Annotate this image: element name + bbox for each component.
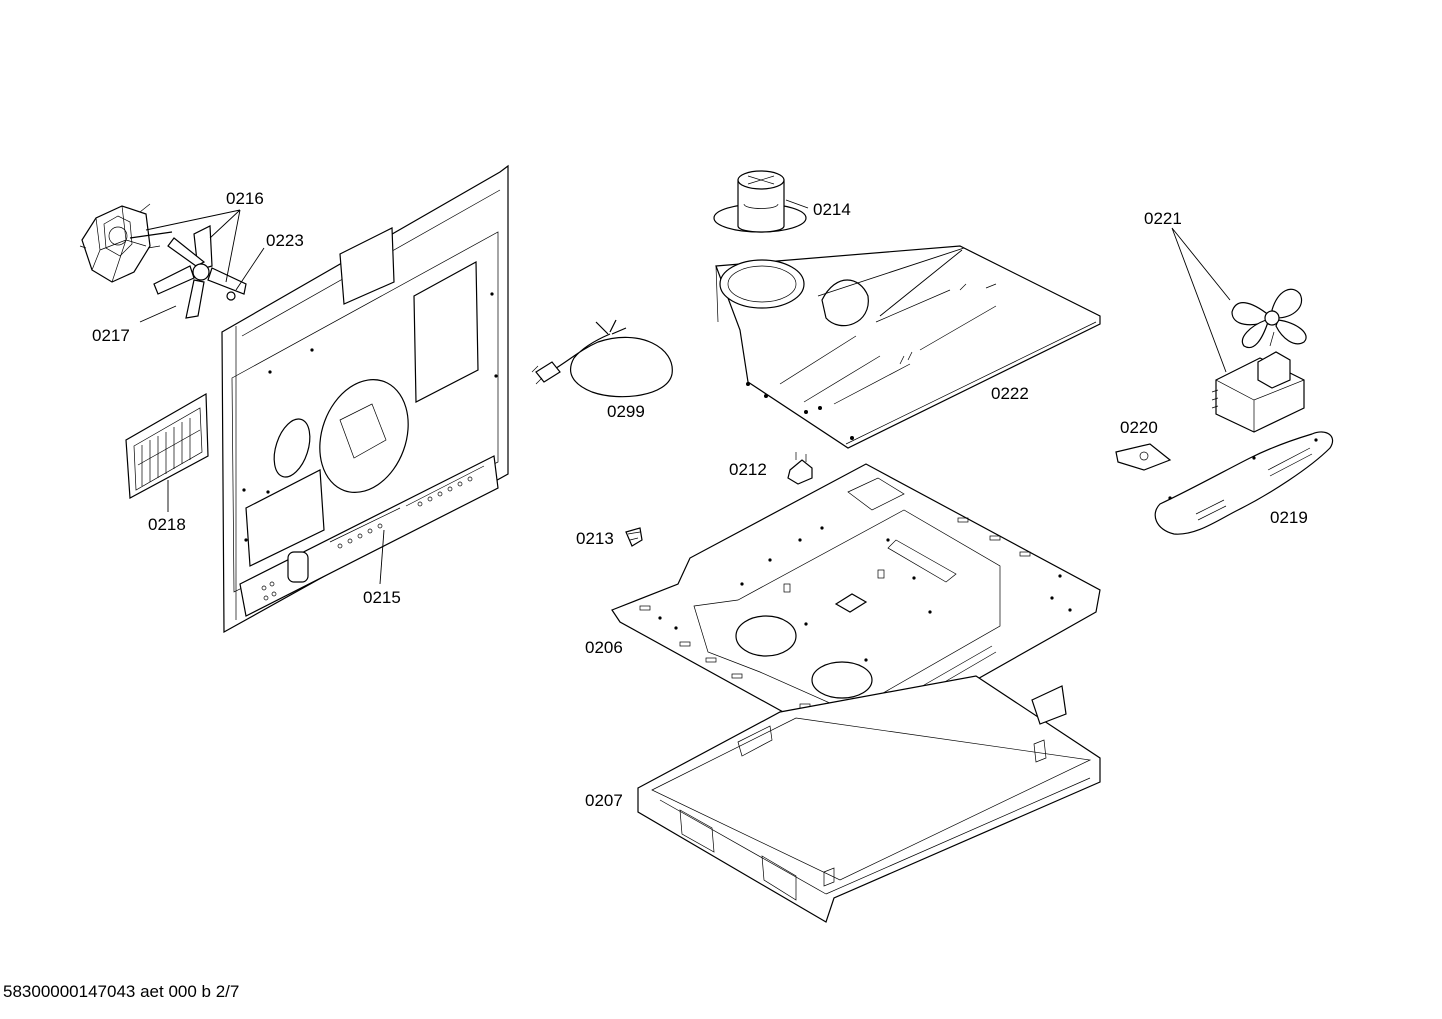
label-0217: 0217 bbox=[92, 326, 130, 345]
part-0207-bottom-tray bbox=[637, 675, 1101, 923]
label-0216: 0216 bbox=[226, 189, 264, 208]
label-0220: 0220 bbox=[1120, 418, 1158, 437]
part-0221-fan-motor bbox=[1211, 331, 1305, 433]
part-0299-power-cord bbox=[531, 319, 673, 398]
label-0215: 0215 bbox=[363, 588, 401, 607]
part-0222-air-duct bbox=[715, 245, 1101, 449]
label-0214: 0214 bbox=[813, 200, 851, 219]
part-0212-thermostat bbox=[787, 452, 813, 485]
label-0221: 0221 bbox=[1144, 209, 1182, 228]
part-0217-fan-blade bbox=[153, 225, 247, 319]
part-0219-mounting-plate bbox=[1154, 431, 1334, 535]
label-0219: 0219 bbox=[1270, 508, 1308, 527]
label-0218: 0218 bbox=[148, 515, 186, 534]
part-0213-clip bbox=[625, 527, 643, 547]
document-footer-code: 58300000147043 aet 000 b 2/7 bbox=[3, 982, 240, 1001]
label-0212: 0212 bbox=[729, 460, 767, 479]
label-0299: 0299 bbox=[607, 402, 645, 421]
part-0215-back-panel bbox=[221, 164, 509, 634]
leader-lines bbox=[139, 199, 1231, 585]
part-0220-bracket bbox=[1115, 443, 1172, 471]
part-0218-grill bbox=[125, 392, 209, 499]
part-0216-fan-motor bbox=[79, 203, 173, 283]
label-0223: 0223 bbox=[266, 231, 304, 250]
label-0207: 0207 bbox=[585, 791, 623, 810]
label-0213: 0213 bbox=[576, 529, 614, 548]
label-0222: 0222 bbox=[991, 384, 1029, 403]
part-0221-convection-fan bbox=[1231, 288, 1307, 349]
part-0214-fan-housing bbox=[713, 170, 807, 233]
label-0206: 0206 bbox=[585, 638, 623, 657]
